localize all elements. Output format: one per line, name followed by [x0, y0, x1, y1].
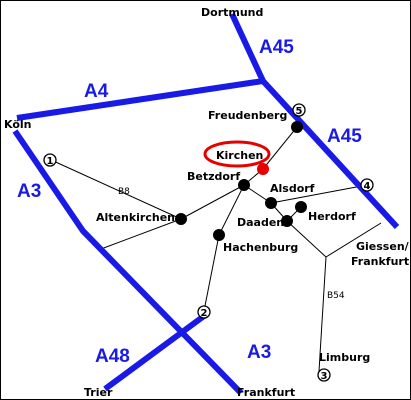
exit-5-circle — [292, 103, 306, 117]
exit-1-label: 1 — [47, 156, 54, 167]
highway-a3-north-label: A3 — [17, 181, 41, 202]
city-hachenburg: Hachenburg — [223, 241, 298, 254]
city-betzdorf: Betzdorf — [187, 170, 240, 183]
highway-a45-north-line — [229, 12, 266, 83]
highway-a48-label: A48 — [95, 346, 130, 367]
exit-2-circle — [197, 305, 211, 319]
city-limburg: Limburg — [319, 351, 370, 364]
road-altenkirchen-west — [100, 218, 182, 250]
road-hachenburg-exit2 — [203, 234, 220, 312]
city-alsdorf: Alsdorf — [270, 182, 315, 195]
city-koeln: Köln — [4, 118, 32, 131]
road-b54-label: B54 — [327, 291, 345, 301]
exit-markers — [43, 103, 374, 382]
city-altenkirchen: Altenkirchen — [96, 211, 175, 224]
alsdorf-marker — [265, 197, 277, 209]
road-kirchen-freudenberg — [262, 126, 298, 170]
exit-3-label: 3 — [321, 371, 328, 382]
city-daaden: Daaden — [237, 216, 284, 229]
city-kirchen: Kirchen — [216, 149, 263, 162]
city-freudenberg: Freudenberg — [208, 109, 287, 122]
highway-a3-line — [12, 129, 244, 396]
highways — [12, 12, 400, 396]
secondary-roads — [48, 110, 382, 372]
exit-5-label: 5 — [296, 106, 303, 117]
road-to-giessen — [325, 222, 382, 258]
kirchen-marker — [257, 163, 269, 175]
exit-3-circle — [317, 368, 331, 382]
road-b8 — [48, 158, 182, 220]
highway-a48-line — [103, 313, 206, 392]
exit-4-circle — [360, 178, 374, 192]
city-frankfurt-south: Frankfurt — [237, 386, 295, 399]
road-b8-label: B8 — [118, 187, 130, 197]
exit-4-label: 4 — [364, 181, 371, 192]
daaden-marker — [281, 215, 293, 227]
town-markers — [175, 121, 307, 241]
highway-a45-east-label: A45 — [327, 126, 362, 147]
road-alsdorf-exit4 — [270, 184, 368, 204]
highway-a45-north-label: A45 — [259, 37, 294, 58]
city-trier: Trier — [84, 386, 113, 399]
herdorf-marker — [295, 201, 307, 213]
exit-1-circle — [43, 153, 57, 167]
betzdorf-marker — [238, 179, 250, 191]
kirchen-highlight-ring — [203, 140, 271, 168]
city-dortmund: Dortmund — [201, 6, 263, 19]
road-betzdorf-hachenburg — [218, 184, 245, 236]
highway-a4-label: A4 — [84, 81, 109, 102]
road-b54 — [318, 256, 327, 372]
altenkirchen-marker — [175, 213, 187, 225]
city-frankfurt-east: Frankfurt — [351, 255, 409, 268]
hachenburg-marker — [213, 229, 225, 241]
highway-a3-south-label: A3 — [247, 342, 271, 363]
city-giessen: Giessen/ — [356, 240, 410, 253]
highway-a4-line — [16, 78, 264, 121]
road-daaden-south — [286, 220, 327, 258]
city-herdorf: Herdorf — [308, 210, 356, 223]
exit-2-label: 2 — [201, 308, 208, 319]
road-altenkirchen-betzdorf — [180, 184, 245, 220]
freudenberg-marker — [291, 121, 303, 133]
highway-a45-east-line — [260, 78, 400, 230]
